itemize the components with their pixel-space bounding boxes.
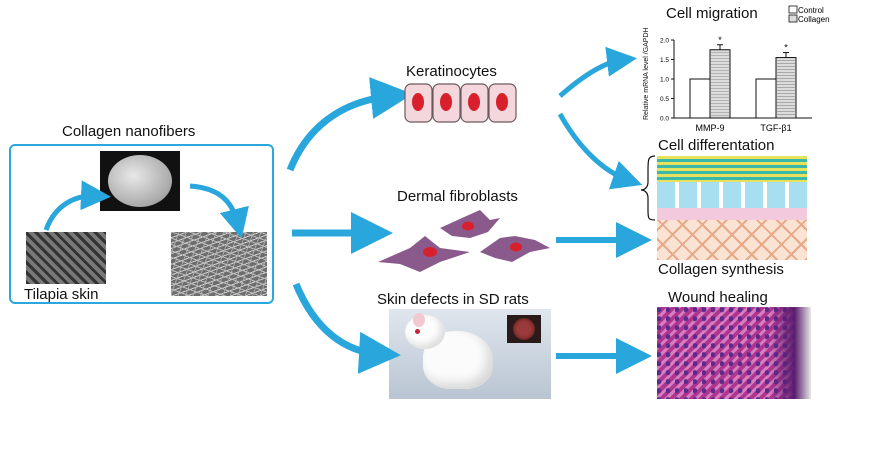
dermal-fibroblasts-label: Dermal fibroblasts [397, 188, 518, 205]
nucleus [462, 221, 474, 231]
significance-mark: * [784, 43, 788, 53]
nanofiber-membrane-image [100, 151, 180, 211]
to-rats-arrow [292, 282, 401, 374]
y-tick-label: 2.0 [660, 38, 669, 45]
wound-healing-label: Wound healing [668, 289, 768, 306]
cell-differentiation-label: Cell differentation [658, 137, 775, 154]
tilapia-skin-label: Tilapia skin [24, 286, 99, 303]
sem-fibers-image [171, 232, 267, 296]
keratinocyte-cells [404, 83, 517, 123]
layer-brace [640, 155, 656, 221]
nucleus [510, 242, 522, 252]
to-keratinocytes-arrow [286, 77, 413, 172]
rat-photo [389, 309, 551, 399]
bar-control-0 [689, 78, 711, 119]
to-migration-arrow [558, 46, 637, 98]
skin-layers-illustration [657, 156, 807, 260]
y-axis-title: Relative mRNA level /GAPDH [643, 27, 650, 120]
x-category-label: TGF-β1 [760, 123, 791, 133]
cell-migration-label: Cell migration [666, 5, 758, 22]
y-tick-label: 1.0 [660, 77, 669, 84]
keratinocytes-label: Keratinocytes [406, 63, 497, 80]
collagen-nanofibers-label: Collagen nanofibers [62, 123, 196, 140]
nucleus [423, 247, 437, 257]
tilapia-skin-image [26, 232, 106, 284]
source-panel [9, 144, 274, 304]
migration-bar-chart: * MMP-9 * TGF-β1 0.0 0.5 1.0 1.5 2.0 Relative m… [643, 5, 830, 133]
y-tick-label: 1.5 [660, 57, 669, 64]
membrane-to-fibers-arrow [189, 183, 249, 239]
tilapia-to-membrane-arrow [43, 180, 111, 231]
legend-control: Control [798, 6, 824, 15]
collagen-synthesis-label: Collagen synthesis [658, 261, 784, 278]
nucleus [468, 93, 480, 111]
nucleus [440, 93, 452, 111]
legend-swatch-control [788, 5, 798, 14]
legend-collagen: Collagen [798, 15, 830, 24]
significance-mark: * [718, 35, 722, 45]
bar-control-1 [755, 78, 777, 119]
nucleus [496, 93, 508, 111]
x-category-label: MMP-9 [696, 123, 725, 133]
y-tick-label: 0.5 [660, 96, 669, 103]
y-tick-label: 0.0 [660, 116, 669, 123]
nucleus [412, 93, 424, 111]
histology-dark-edge [770, 307, 811, 399]
legend-swatch-collagen [788, 14, 798, 23]
to-differentiation-arrow [557, 112, 643, 190]
bar-collagen-0 [709, 49, 731, 119]
skin-defects-label: Skin defects in SD rats [377, 291, 529, 308]
fibroblast-cells [378, 210, 550, 272]
